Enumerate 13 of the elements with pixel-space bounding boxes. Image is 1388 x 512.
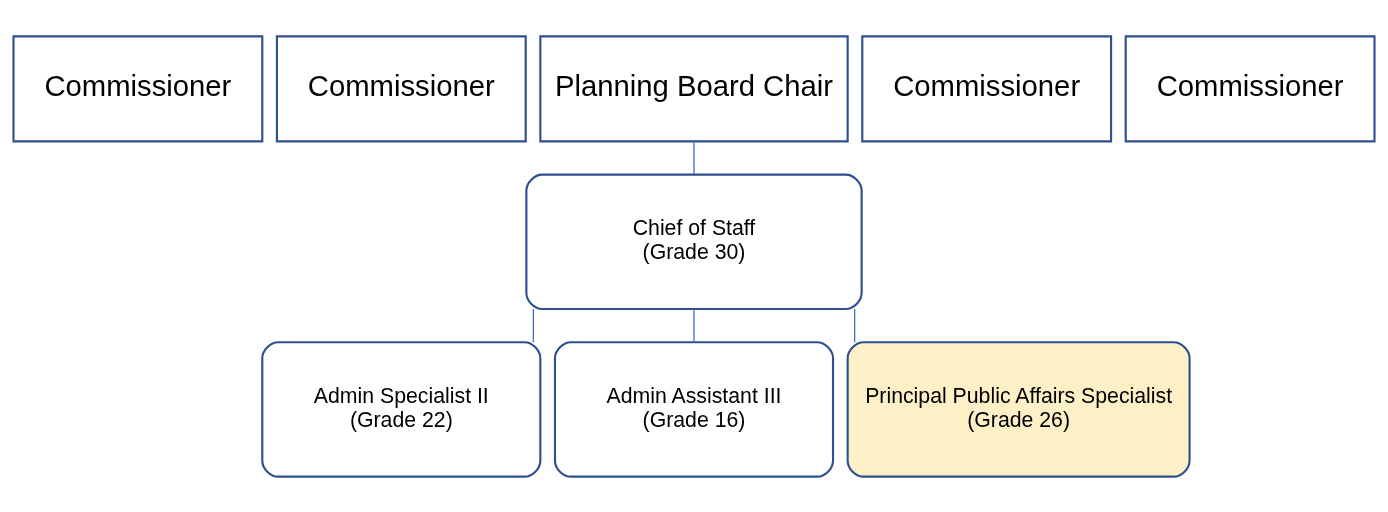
connector: [693, 307, 695, 343]
connector: [853, 307, 856, 343]
node-box: Admin Assistant III (Grade 16): [553, 340, 835, 478]
node-box: Chief of Staff (Grade 30): [525, 173, 863, 310]
node-box: Principal Public Affairs Specialist (Grade 26): [846, 340, 1191, 478]
node-box: Commissioner: [12, 34, 264, 142]
connector: [693, 140, 695, 175]
node-box: Commissioner: [1124, 34, 1376, 142]
node-box: Planning Board Chair: [539, 34, 849, 142]
node-box: Commissioner: [275, 34, 527, 142]
connector: [532, 307, 535, 343]
node-box: Admin Specialist II (Grade 22): [261, 340, 542, 478]
node-box: Commissioner: [861, 34, 1113, 142]
